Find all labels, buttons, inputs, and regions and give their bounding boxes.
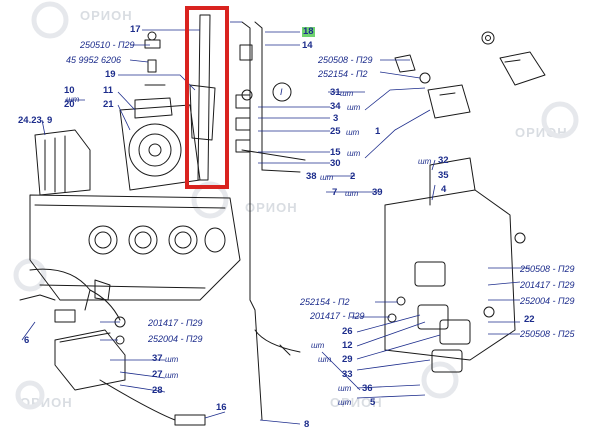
callout-27: 27 (152, 369, 163, 380)
callout-21: 21 (103, 99, 114, 110)
callout-34: 34 (330, 101, 341, 112)
callout-31: 31 (330, 87, 341, 98)
callout-25: 25 (330, 126, 341, 137)
watermark: ОРИОН (330, 395, 383, 410)
callout-15: 15 (330, 147, 341, 158)
unit-label: шт (345, 189, 359, 198)
unit-label: шт (347, 149, 361, 158)
callout-250508-top: 250508 - П29 (318, 55, 373, 65)
unit-label: шт (165, 355, 179, 364)
callout-10: 10 (64, 85, 75, 96)
unit-label: шт (320, 173, 334, 182)
unit-label: шт (338, 398, 352, 407)
callout-16: 16 (216, 402, 227, 413)
unit-label: шт (347, 103, 361, 112)
callout-1: 1 (375, 126, 381, 137)
callout-22: 22 (524, 314, 535, 325)
callout-14: 14 (302, 40, 313, 51)
callout-19: 19 (105, 69, 116, 80)
callout-33: 33 (342, 369, 353, 380)
callout-39: 39 (372, 187, 383, 198)
callout-38: 38 (306, 171, 317, 182)
unit-label: шт (318, 355, 332, 364)
callout-252004-left: 252004 - П29 (148, 334, 203, 344)
unit-label: шт (311, 341, 325, 350)
unit-label: шт (165, 371, 179, 380)
callout-29: 29 (342, 354, 353, 365)
watermark: ОРИОН (245, 200, 298, 215)
unit-label: шт (338, 384, 352, 393)
callout-252154-top: 252154 - П2 (318, 69, 368, 79)
callout-201417-mid: 201417 - П29 (310, 311, 365, 321)
callout-5: 5 (370, 397, 376, 408)
callout-32: 32 (438, 155, 449, 166)
callout-250510: 250510 - П29 (80, 40, 135, 50)
callout-24-23-9: 24.23. 9 (18, 115, 53, 126)
callout-17: 17 (130, 24, 141, 35)
circle-I-label: I (280, 87, 283, 97)
callout-201417-right: 201417 - П29 (520, 280, 575, 290)
callout-250508-right: 250508 - П29 (520, 264, 575, 274)
callout-26: 26 (342, 326, 353, 337)
unit-label: шт (346, 128, 360, 137)
callout-252154-mid: 252154 - П2 (300, 297, 350, 307)
unit-label: шт (340, 89, 354, 98)
unit-label: шт (66, 95, 80, 104)
callout-36: 36 (362, 383, 373, 394)
callout-18: 18 (302, 26, 315, 37)
callout-6: 6 (24, 335, 30, 346)
unit-label: шт (418, 157, 432, 166)
callout-28: 28 (152, 385, 163, 396)
callout-37: 37 (152, 353, 163, 364)
highlight-box (185, 6, 229, 189)
watermark: ОРИОН (80, 8, 133, 23)
callout-201417-left: 201417 - П29 (148, 318, 203, 328)
callout-8: 8 (304, 419, 310, 430)
callout-12: 12 (342, 340, 353, 351)
callout-35: 35 (438, 170, 449, 181)
callout-20: 20 (64, 99, 75, 110)
callout-45-9952-6206: 45 9952 6206 (66, 55, 122, 65)
callout-250508-bottom-right: 250508 - П25 (520, 329, 575, 339)
callout-2: 2 (350, 171, 356, 182)
callout-11: 11 (103, 85, 114, 96)
callout-3: 3 (333, 113, 339, 124)
callout-4: 4 (441, 184, 447, 195)
callout-252004-right: 252004 - П29 (520, 296, 575, 306)
callout-30: 30 (330, 158, 341, 169)
callout-7: 7 (332, 187, 338, 198)
